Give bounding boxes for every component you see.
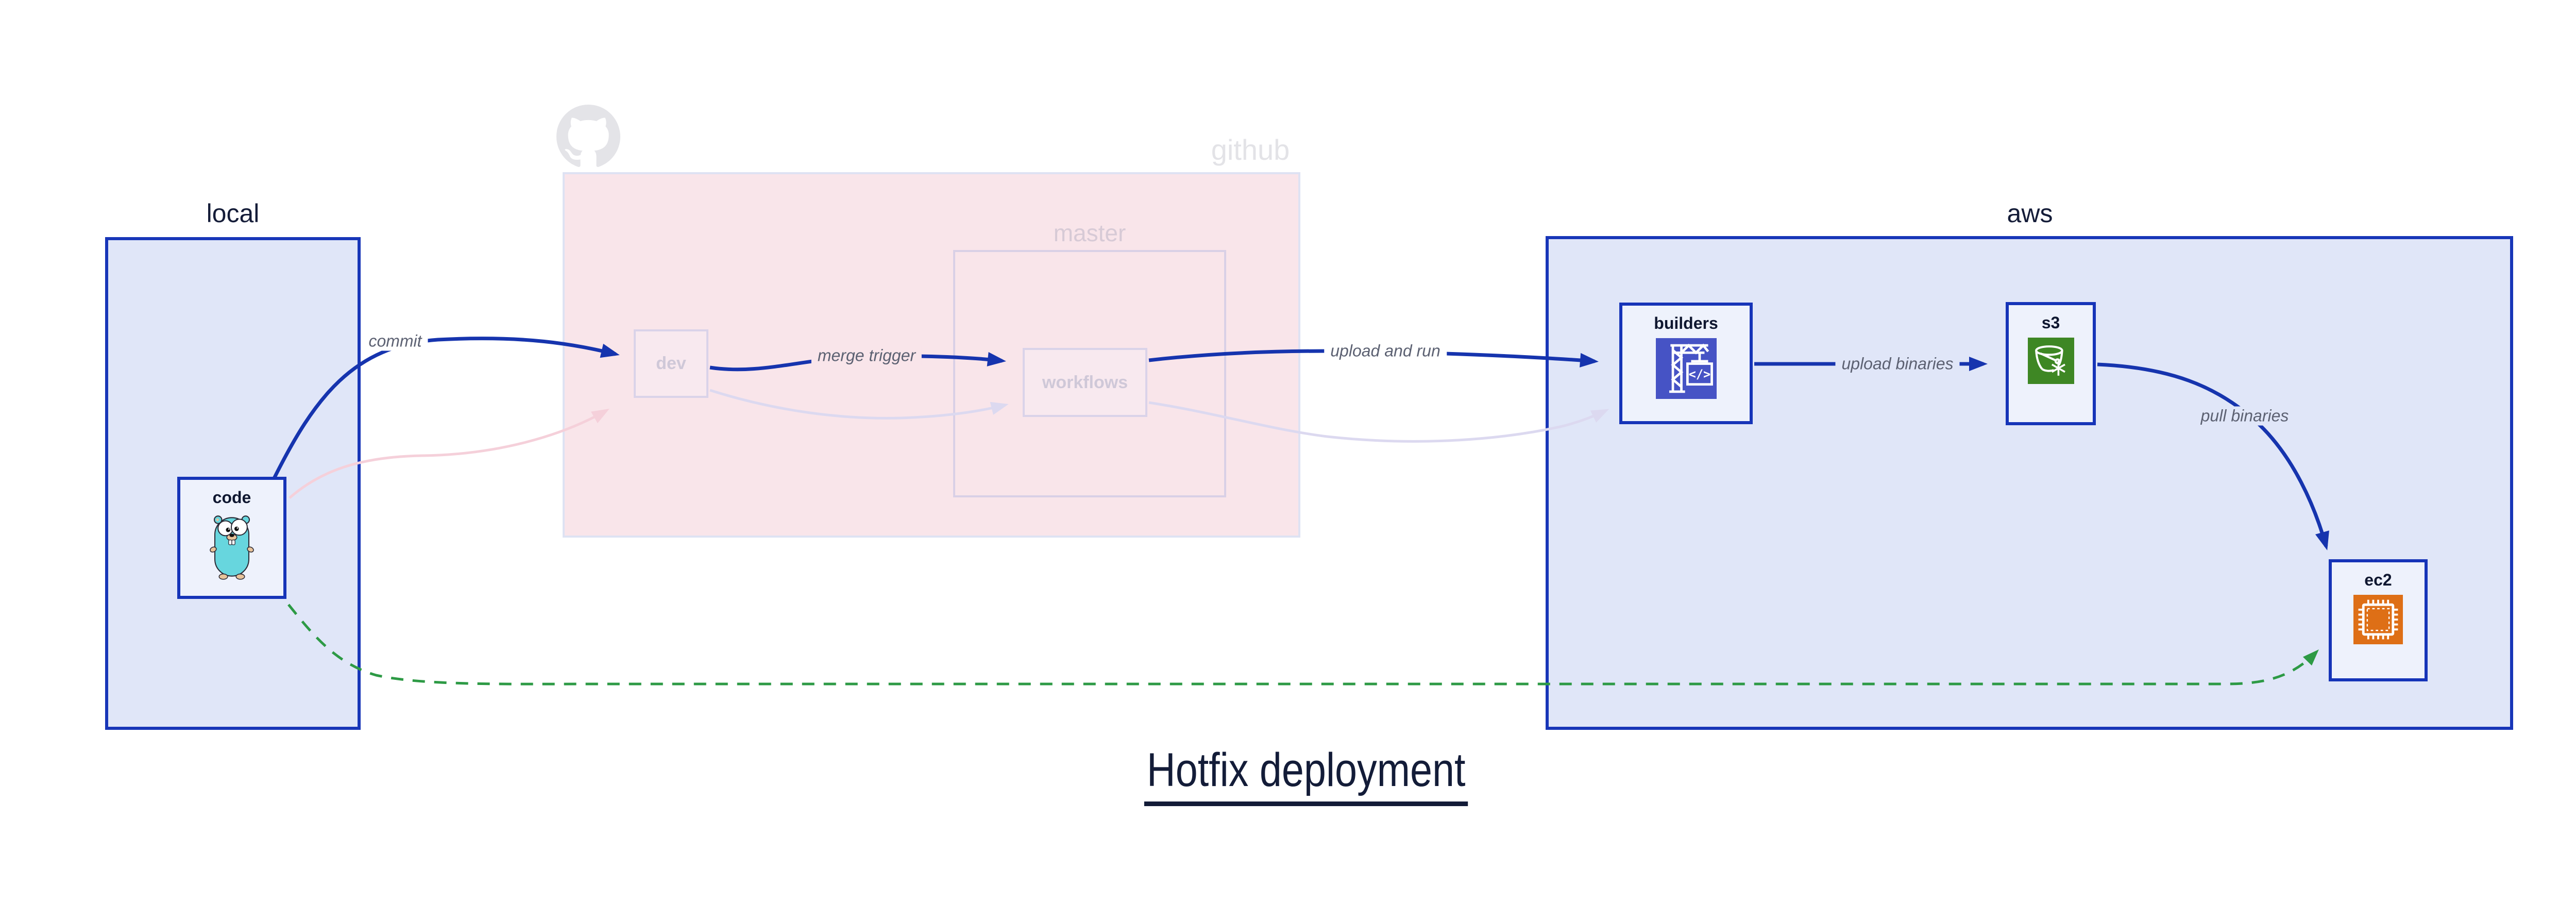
node-s3-label: s3 xyxy=(2041,313,2060,332)
region-aws-label: aws xyxy=(2007,199,2053,228)
go-gopher-icon xyxy=(210,515,254,580)
node-ec2: ec2 xyxy=(2329,559,2428,681)
edge-label-upload-and-run: upload and run xyxy=(1324,341,1447,361)
node-code: code xyxy=(177,477,286,599)
region-local-label: local xyxy=(206,199,260,228)
edge-commit xyxy=(272,337,620,479)
edge-dev-workflows-faded xyxy=(709,389,1009,420)
edge-pull-binaries xyxy=(2097,362,2329,550)
node-ec2-label: ec2 xyxy=(2364,571,2392,589)
node-dev: dev xyxy=(634,329,708,398)
branch-master-label: master xyxy=(1053,220,1126,246)
aws-codebuild-crane-icon: </> xyxy=(1655,338,1717,399)
node-code-label: code xyxy=(212,488,251,507)
edge-label-commit: commit xyxy=(362,331,428,351)
diagram-title: Hotfix deployment xyxy=(1100,743,1512,806)
edge-code-dev-faded xyxy=(289,409,609,499)
node-workflows-label: workflows xyxy=(1042,372,1128,392)
node-builders: builders </> xyxy=(1619,303,1753,424)
edge-hotfix-dashed xyxy=(287,604,2319,686)
region-github-label: github xyxy=(1211,133,1290,166)
svg-text:</>: </> xyxy=(1688,367,1710,381)
node-workflows: workflows xyxy=(1023,348,1147,417)
github-octocat-icon xyxy=(556,105,620,167)
edge-label-pull-binaries: pull binaries xyxy=(2194,406,2295,426)
node-dev-label: dev xyxy=(656,354,686,373)
node-builders-label: builders xyxy=(1654,314,1718,332)
diagram-title-text: Hotfix deployment xyxy=(1144,743,1468,806)
edge-label-upload-binaries: upload binaries xyxy=(1835,354,1960,374)
branch-master-box xyxy=(953,250,1226,497)
aws-s3-glacier-bucket-icon xyxy=(2027,338,2074,384)
edge-workflows-builders-faded xyxy=(1148,401,1609,443)
aws-ec2-chip-icon xyxy=(2353,595,2403,644)
edge-label-merge-trigger: merge trigger xyxy=(811,346,922,365)
node-s3: s3 xyxy=(2006,302,2096,425)
